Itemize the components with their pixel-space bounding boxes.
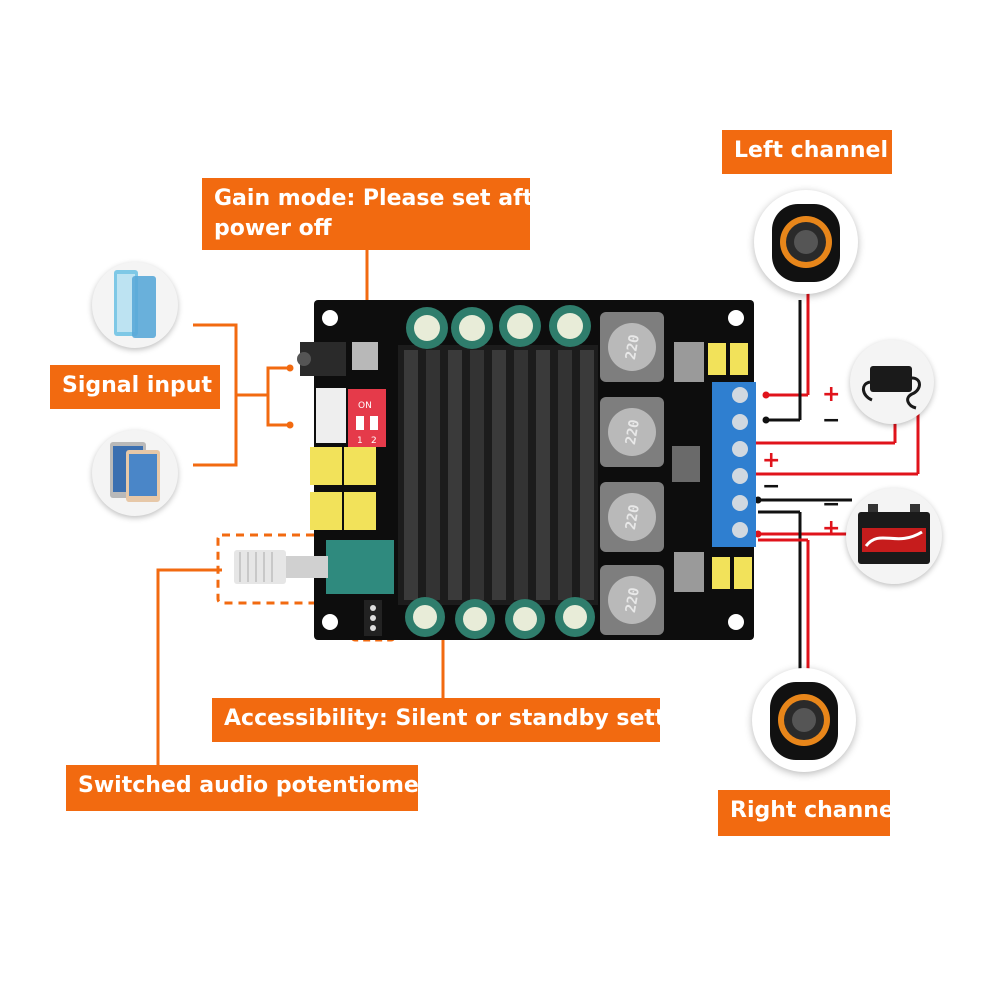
smartphone-icon <box>114 270 156 338</box>
film-capacitors-right <box>708 343 752 589</box>
battery-plus-sign: + <box>822 516 841 541</box>
mounting-hole <box>728 310 744 326</box>
mounting-hole <box>322 614 338 630</box>
mute-standby-header <box>364 600 382 636</box>
left-channel-label: Left channel <box>722 130 892 174</box>
power-adapter-thumbnail <box>850 340 934 424</box>
svg-text:220: 220 <box>623 586 643 614</box>
signal-input-label: Signal input <box>50 365 220 409</box>
battery-minus-sign: − <box>822 492 841 517</box>
tablet-icon <box>110 442 160 502</box>
svg-text:1: 1 <box>357 436 363 446</box>
ic-chip <box>672 446 700 482</box>
svg-text:220: 220 <box>623 333 643 361</box>
right-speaker-thumbnail <box>752 668 856 772</box>
svg-text:2: 2 <box>371 436 377 446</box>
speaker-icon <box>772 204 840 282</box>
power-plus-sign: + <box>762 448 781 473</box>
electrolytic-capacitors-bottom <box>405 597 595 639</box>
battery-icon <box>858 504 930 564</box>
gain-mode-label: Gain mode: Please set after power off <box>202 178 559 250</box>
speaker-icon <box>770 682 838 760</box>
svg-text:ON: ON <box>358 401 372 411</box>
tablet-thumbnail <box>92 430 178 516</box>
svg-text:220: 220 <box>623 418 643 446</box>
dip-switch: ON 1 2 <box>348 389 386 447</box>
accessibility-label: Accessibility: Silent or standby setting… <box>212 698 717 742</box>
heatsink <box>398 345 598 605</box>
mounting-hole <box>322 310 338 326</box>
potentiometer <box>234 540 394 594</box>
switched-potentiometer-label: Switched audio potentiometer <box>66 765 455 811</box>
inductors: 220 220 220 220 <box>600 312 664 635</box>
ic-chip <box>674 552 704 592</box>
electrolytic-capacitors-top <box>406 305 591 349</box>
battery-thumbnail <box>846 488 942 584</box>
screw-terminal-block <box>712 382 756 547</box>
left-speaker-thumbnail <box>754 190 858 294</box>
left-channel-minus-sign: − <box>822 408 841 433</box>
svg-text:220: 220 <box>623 503 643 531</box>
gain-mode-text-line2: power off <box>214 216 332 241</box>
film-capacitors-left <box>310 447 376 530</box>
power-adapter-icon <box>862 366 921 410</box>
smartphone-thumbnail <box>92 262 178 348</box>
right-channel-label: Right channel <box>718 790 901 836</box>
mounting-hole <box>728 614 744 630</box>
ic-chip <box>674 342 704 382</box>
gain-mode-text-line1: Gain mode: Please set after <box>214 186 559 211</box>
left-channel-plus-sign: + <box>822 382 841 407</box>
audio-input-jacks <box>297 342 378 443</box>
power-minus-sign: − <box>762 474 781 499</box>
